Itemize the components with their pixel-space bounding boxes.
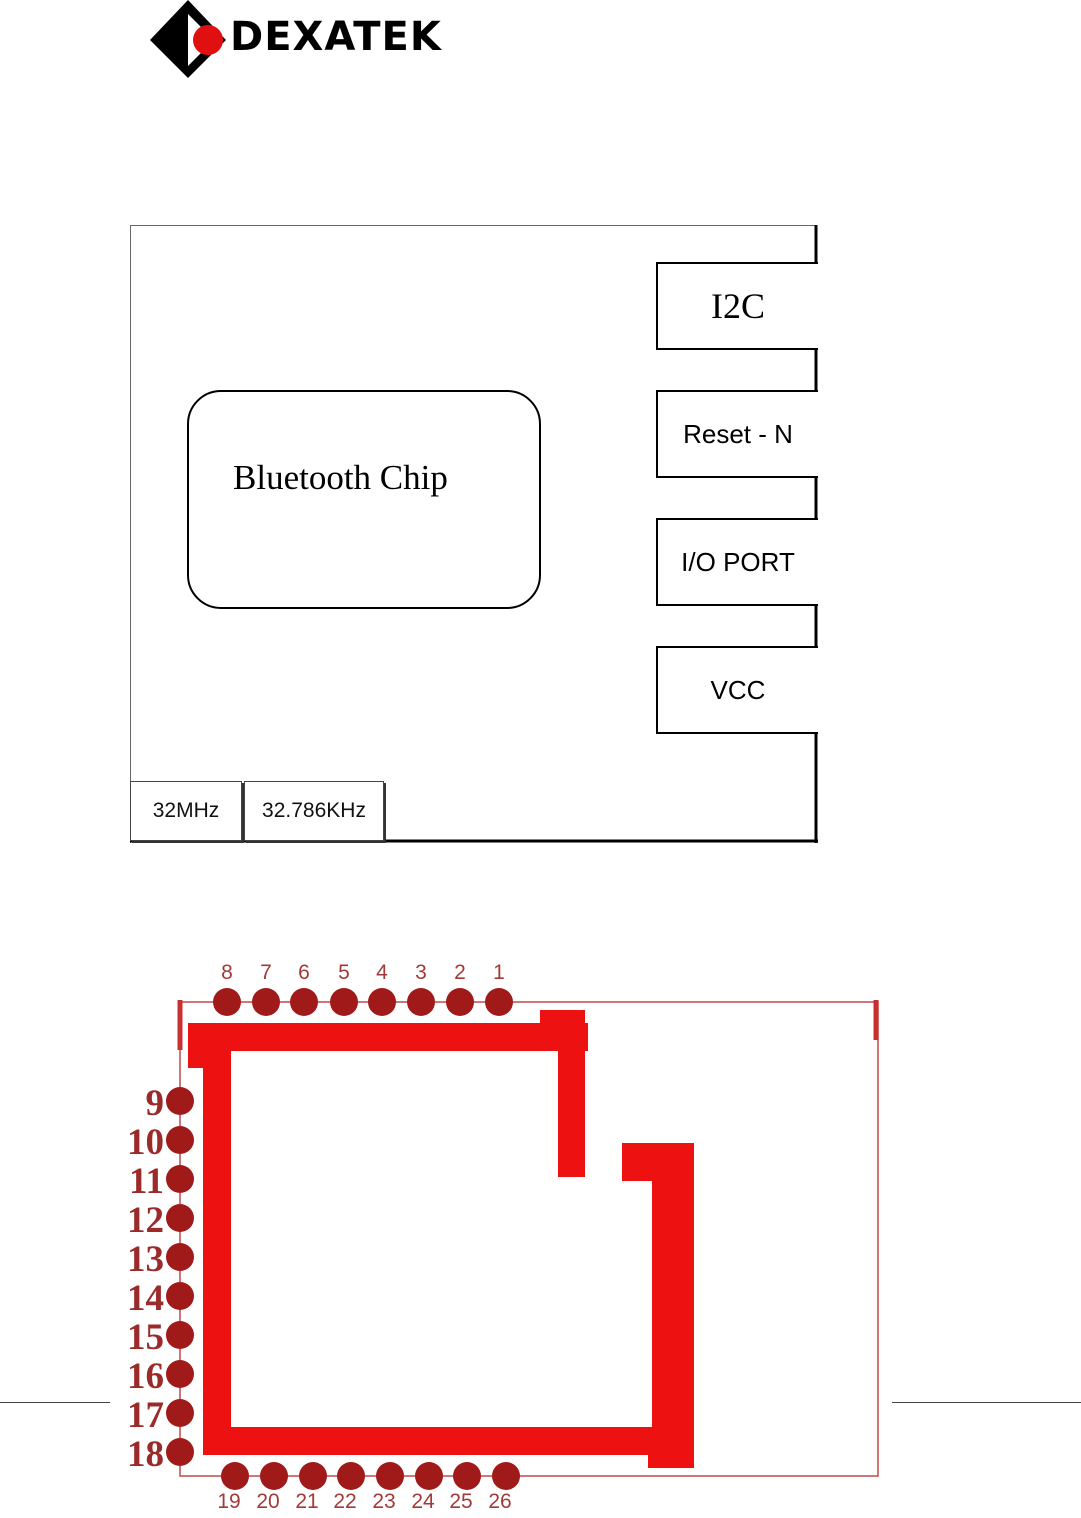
pin-label-25: 25 (449, 1490, 472, 1513)
pin-pad-22 (337, 1462, 365, 1490)
pcb-outline (180, 1002, 878, 1476)
pin-label-5: 5 (338, 961, 350, 984)
pin-pad-18 (166, 1438, 194, 1466)
pin-pad-24 (415, 1462, 443, 1490)
port-i2c-label: I2C (711, 285, 765, 327)
port-io-label: I/O PORT (681, 547, 795, 578)
pin-pad-2 (446, 988, 474, 1016)
pin-pad-7 (252, 988, 280, 1016)
pin-pad-17 (166, 1399, 194, 1427)
pin-pad-21 (299, 1462, 327, 1490)
crystal-32mhz-label: 32MHz (153, 799, 220, 823)
pin-label-19: 19 (217, 1490, 240, 1513)
pin-pad-1 (485, 988, 513, 1016)
port-io: I/O PORT (656, 518, 818, 606)
crystal-32mhz: 32MHz (130, 781, 242, 841)
dexatek-logo: DEXATEK (148, 0, 488, 80)
pin-label-16: 16 (127, 1356, 164, 1397)
port-reset: Reset - N (656, 390, 818, 478)
antenna-trace (188, 1010, 694, 1468)
port-reset-label: Reset - N (683, 419, 793, 450)
pin-label-26: 26 (488, 1490, 511, 1513)
pin-label-9: 9 (146, 1083, 165, 1124)
pin-pad-20 (260, 1462, 288, 1490)
pin-label-12: 12 (127, 1200, 164, 1241)
pin-label-11: 11 (129, 1161, 164, 1202)
pin-label-6: 6 (298, 961, 310, 984)
pin-pad-16 (166, 1360, 194, 1388)
pin-label-14: 14 (127, 1278, 164, 1319)
pin-pad-19 (221, 1462, 249, 1490)
pin-label-24: 24 (411, 1490, 435, 1513)
chip-label: Bluetooth Chip (233, 458, 448, 498)
pin-label-7: 7 (260, 961, 272, 984)
pin-label-10: 10 (127, 1122, 164, 1163)
pin-pad-6 (290, 988, 318, 1016)
bluetooth-chip: Bluetooth Chip (187, 390, 541, 609)
block-diagram: Bluetooth Chip I2C Reset - N I/O PORT VC… (130, 225, 818, 843)
pin-label-20: 20 (256, 1490, 279, 1513)
footer-rule-left (0, 1402, 110, 1403)
pin-pad-25 (453, 1462, 481, 1490)
pin-label-15: 15 (127, 1317, 164, 1358)
pin-label-8: 8 (221, 961, 233, 984)
port-vcc: VCC (656, 646, 818, 734)
pin-pad-8 (213, 988, 241, 1016)
pin-pad-15 (166, 1321, 194, 1349)
pin-pad-23 (376, 1462, 404, 1490)
pin-pad-4 (368, 988, 396, 1016)
pin-pad-14 (166, 1282, 194, 1310)
pin-pad-10 (166, 1126, 194, 1154)
pin-pad-11 (166, 1165, 194, 1193)
port-i2c: I2C (656, 262, 818, 350)
pin-pad-5 (330, 988, 358, 1016)
pin-label-22: 22 (333, 1490, 356, 1513)
pin-label-21: 21 (295, 1490, 318, 1513)
pin-label-3: 3 (415, 961, 427, 984)
crystal-32khz-label: 32.786KHz (262, 799, 366, 823)
pin-label-17: 17 (127, 1395, 164, 1436)
pin-pad-26 (492, 1462, 520, 1490)
pin-pad-13 (166, 1243, 194, 1271)
pin-pad-12 (166, 1204, 194, 1232)
pin-pad-3 (407, 988, 435, 1016)
pin-label-23: 23 (372, 1490, 395, 1513)
footer-rule-right (892, 1402, 1081, 1403)
pin-label-18: 18 (127, 1434, 164, 1475)
pin-label-1: 1 (493, 961, 505, 984)
pin-label-13: 13 (127, 1239, 164, 1280)
logo-diamond-icon (148, 0, 238, 80)
logo-text: DEXATEK (230, 14, 442, 60)
pin-pad-9 (166, 1087, 194, 1115)
crystal-32khz: 32.786KHz (244, 781, 384, 841)
pin-label-4: 4 (376, 961, 388, 984)
pin-label-2: 2 (454, 961, 466, 984)
port-vcc-label: VCC (711, 675, 766, 706)
